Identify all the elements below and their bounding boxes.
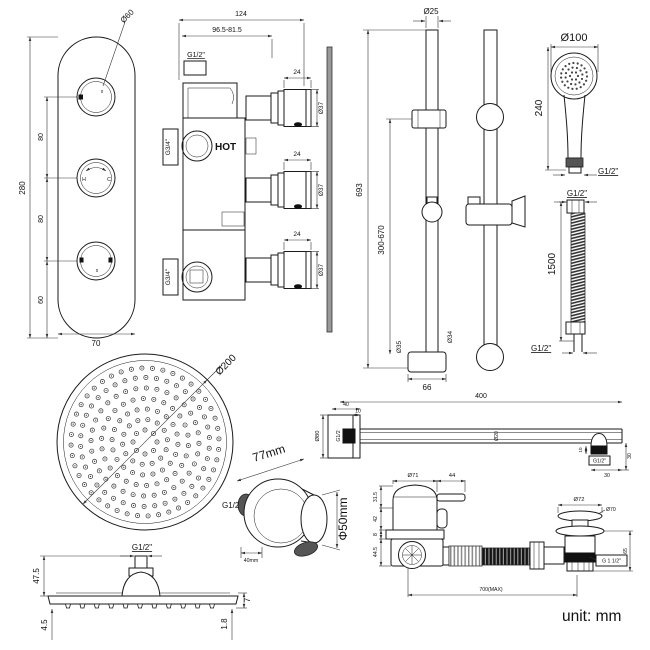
trim-seg-top-dim: 80 bbox=[38, 133, 45, 141]
headside-rim-dim: 7 bbox=[243, 597, 252, 602]
trim-knob-dia-dim: Ø60 bbox=[119, 7, 136, 24]
arm-length-dim: 400 bbox=[475, 393, 487, 400]
valve-port-top-thread: G3/4" bbox=[165, 138, 172, 155]
slide-rail-side-drawing: Ø34 bbox=[447, 29, 526, 371]
rain-head-side-drawing: G1/2" 47.5 4.5 1.8 7 bbox=[32, 543, 252, 640]
waste-cap-dia-dim: Ø72 bbox=[574, 497, 585, 503]
valve-knob-1: 24 Ø37 bbox=[245, 69, 325, 127]
headside-thread-label: G1/2" bbox=[132, 543, 152, 552]
hand-shower-drawing: Ø100 240 G1/2" bbox=[534, 32, 618, 177]
shower-arm-drawing: G1/2" 400 40 10 Ø80 G1/2 Ø20 10 30 30 bbox=[315, 393, 633, 479]
arm-plate-step-dim: 10 bbox=[355, 409, 361, 415]
hose-length-dim: 1500 bbox=[547, 252, 558, 275]
headside-edge-left-dim: 4.5 bbox=[40, 619, 49, 631]
elbow-depth-dim: 40mm bbox=[244, 558, 258, 564]
knob-cold-mark: C bbox=[107, 177, 111, 183]
valve-port-bottom-thread: G3/4" bbox=[165, 268, 172, 285]
filler-h1-dim: 31.5 bbox=[373, 492, 379, 502]
rail-base-width-dim: 66 bbox=[423, 383, 432, 392]
filler-hose-max-dim: 700(MAX) bbox=[479, 587, 503, 593]
hose-top-thread-label: G1/2" bbox=[567, 189, 587, 198]
slide-rail-front-drawing: Ø25 693 300-670 Ø35 66 bbox=[355, 7, 451, 392]
knob1-length-dim: 24 bbox=[293, 69, 301, 76]
trim-plate-front-drawing: 280 80 80 60 70 Ø60 0 0 H C bbox=[18, 7, 136, 348]
wall-outlet-elbow-drawing: 77mm Φ50mm G1/2 40mm bbox=[222, 442, 350, 564]
arm-end-drop-dim: 30 bbox=[627, 453, 633, 459]
filler-cap-dia-dim: Ø71 bbox=[408, 473, 419, 479]
valve-depth-dim: 96.5-81.5 bbox=[212, 27, 242, 34]
valve-inlet-thread-label: G1/2" bbox=[187, 52, 205, 59]
knob-zero-mark: 0 bbox=[101, 89, 104, 94]
arm-end-offset-dim: 30 bbox=[604, 473, 610, 479]
trim-seg-bottom-dim: 60 bbox=[38, 296, 45, 304]
elbow-thread-label: G1/2 bbox=[222, 501, 240, 510]
rail-bottom-dia-dim: Ø35 bbox=[396, 340, 403, 353]
knob2-length-dim: 24 bbox=[293, 151, 301, 158]
valve-side-drawing: 124 96.5-81.5 G1/2" HOT G3/4" G3/4" 24 Ø… bbox=[162, 11, 333, 333]
rail-length-dim: 693 bbox=[355, 183, 364, 197]
valve-knob-2: 24 Ø37 bbox=[245, 151, 325, 209]
handshower-dia-dim: Ø100 bbox=[561, 32, 588, 44]
knob-zero-mark: 0 bbox=[96, 268, 99, 273]
knob3-dia-dim: Ø37 bbox=[318, 263, 325, 276]
rail-top-dia-dim: Ø25 bbox=[423, 7, 439, 16]
arm-tube-dia-dim: Ø20 bbox=[494, 431, 500, 441]
filler-h4-dim: 44.5 bbox=[373, 547, 379, 557]
headside-height-dim: 47.5 bbox=[32, 568, 41, 584]
waste-height-dim: 65 bbox=[623, 548, 629, 554]
filler-lever-dim: 44 bbox=[449, 473, 456, 479]
rail-adjust-dim: 300-670 bbox=[377, 225, 386, 255]
arm-end-thread-label: G1/2" bbox=[593, 459, 606, 465]
valve-hot-label: HOT bbox=[215, 142, 236, 153]
arm-flange-dia-dim: Ø80 bbox=[315, 431, 321, 442]
head-side-nozzles bbox=[64, 603, 216, 609]
filler-h3-dim: 8 bbox=[373, 533, 379, 536]
bath-filler-drawing: Ø71 44 31.5 42 8 44.5 700(MAX) bbox=[373, 473, 578, 597]
hand-shower-nozzles bbox=[560, 61, 589, 91]
elbow-dia-dim: Φ50mm bbox=[336, 498, 350, 541]
trim-height-dim: 280 bbox=[18, 181, 27, 195]
arm-wall-offset-dim: 40 bbox=[343, 402, 349, 408]
shower-hose-drawing: G1/2" 1500 G1/2" bbox=[531, 189, 597, 355]
handshower-thread-label: G1/2" bbox=[598, 167, 618, 176]
handshower-length-dim: 240 bbox=[534, 99, 545, 116]
valve-knob-3: 24 Ø37 bbox=[245, 231, 325, 289]
unit-note: unit: mm bbox=[562, 608, 621, 625]
valve-width-dim: 124 bbox=[235, 11, 247, 18]
knob2-dia-dim: Ø37 bbox=[318, 183, 325, 196]
trim-seg-mid-dim: 80 bbox=[38, 215, 45, 223]
knob3-length-dim: 24 bbox=[293, 231, 301, 238]
rain-head-top-drawing: Ø200 bbox=[56, 352, 239, 531]
filler-h2-dim: 42 bbox=[373, 516, 379, 522]
arm-thread-len-dim: 10 bbox=[578, 447, 583, 453]
pop-up-waste-drawing: Ø72 Ø70 G 1 1/2" 65 bbox=[555, 497, 633, 572]
knob-hot-mark: H bbox=[82, 177, 86, 183]
trim-width-dim: 70 bbox=[92, 339, 101, 348]
arm-flange-thread-label: G1/2 bbox=[336, 430, 342, 441]
headside-edge-right-dim: 1.8 bbox=[220, 618, 229, 630]
rail-holder-dia-dim: Ø34 bbox=[447, 330, 454, 343]
wall-plate-edge bbox=[326, 46, 333, 333]
waste-thread-label: G 1 1/2" bbox=[602, 559, 621, 565]
hose-bottom-thread-label: G1/2" bbox=[531, 344, 551, 353]
rainhead-dia-dim: Ø200 bbox=[214, 352, 239, 377]
waste-plug-dia-dim: Ø70 bbox=[606, 507, 616, 513]
elbow-width-dim: 77mm bbox=[251, 442, 287, 465]
knob1-dia-dim: Ø37 bbox=[318, 101, 325, 114]
